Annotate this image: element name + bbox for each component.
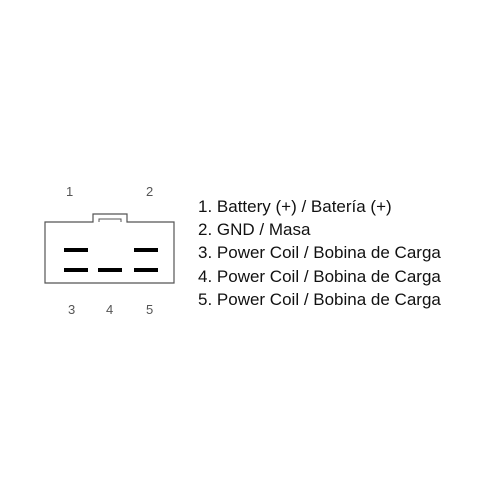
- legend-item-2: 2. GND / Masa: [198, 220, 311, 240]
- legend-item-1: 1. Battery (+) / Batería (+): [198, 197, 392, 216]
- pin-number-4: 4: [106, 302, 113, 317]
- connector-housing: [44, 213, 175, 284]
- terminal-pin-2: [134, 248, 158, 252]
- terminal-pin-3: [64, 268, 88, 272]
- terminal-pin-1: [64, 248, 88, 252]
- connector-latch: [98, 218, 122, 222]
- terminal-pin-5: [134, 268, 158, 272]
- legend-item-5: 5. Power Coil / Bobina de Carga: [198, 289, 441, 309]
- pin-number-3: 3: [68, 302, 75, 317]
- legend-item-3: 3. Power Coil / Bobina de Carga: [198, 243, 441, 263]
- terminal-pin-4: [98, 268, 122, 272]
- pin-number-1: 1: [66, 184, 73, 199]
- legend-item-4: 4. Power Coil / Bobina de Carga: [198, 266, 441, 286]
- pin-legend: 1. Battery (+) / Batería (+) 2. GND / Ma…: [198, 195, 441, 311]
- pin-number-2: 2: [146, 184, 153, 199]
- pin-number-5: 5: [146, 302, 153, 317]
